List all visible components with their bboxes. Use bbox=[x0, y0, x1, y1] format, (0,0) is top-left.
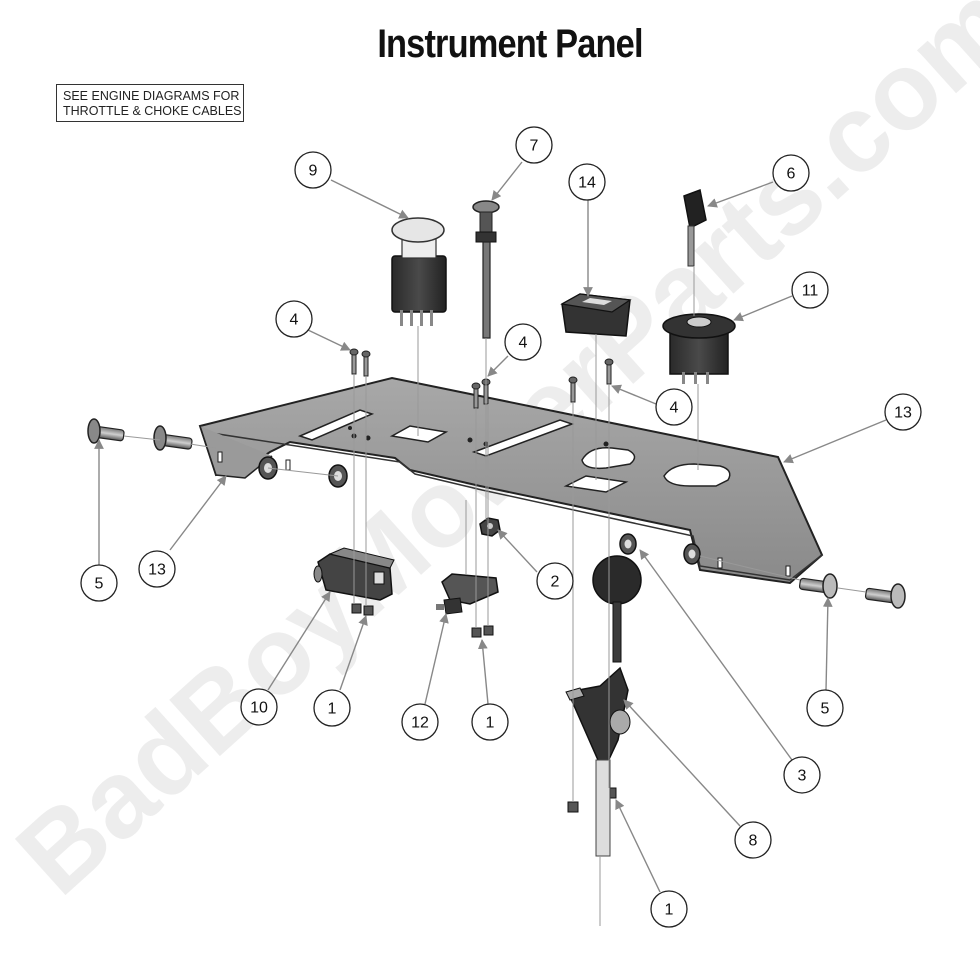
svg-text:6: 6 bbox=[787, 166, 796, 183]
svg-text:2: 2 bbox=[551, 574, 560, 591]
cable-note-line-2: THROTTLE & CHOKE CABLES bbox=[63, 104, 242, 118]
small-nuts-1 bbox=[351, 603, 374, 616]
svg-text:1: 1 bbox=[486, 715, 495, 732]
carriage-bolt-left-2 bbox=[153, 425, 193, 451]
brake-switch bbox=[436, 573, 499, 615]
callout-1-bottom: 1 bbox=[650, 890, 688, 928]
throttle-lever-assembly bbox=[565, 555, 642, 857]
svg-text:7: 7 bbox=[530, 138, 539, 155]
svg-text:5: 5 bbox=[821, 701, 830, 718]
panel-square-hole-2 bbox=[563, 475, 629, 493]
panel-square-hole-1 bbox=[389, 425, 449, 443]
carriage-bolt-left-1 bbox=[87, 418, 125, 444]
ignition-key bbox=[683, 188, 707, 267]
switch-bezel bbox=[560, 293, 632, 337]
panel-slot-center bbox=[471, 419, 575, 457]
pto-switch bbox=[391, 217, 447, 326]
callout-4-center: 4 bbox=[504, 323, 542, 361]
cable-note-line-1: SEE ENGINE DIAGRAMS FOR bbox=[63, 89, 240, 103]
callout-11: 11 bbox=[791, 271, 829, 309]
callout-14: 14 bbox=[568, 163, 606, 201]
panel-nut-right bbox=[683, 543, 701, 565]
callout-12: 12 bbox=[401, 703, 439, 741]
instrument-panel-plate bbox=[198, 376, 824, 585]
svg-text:13: 13 bbox=[148, 562, 166, 579]
callout-4-right: 4 bbox=[655, 388, 693, 426]
callout-4-left: 4 bbox=[275, 300, 313, 338]
callout-7: 7 bbox=[515, 126, 553, 164]
carriage-bolt-right-2 bbox=[864, 583, 906, 609]
cable-knob-rod bbox=[472, 200, 500, 339]
cable-note-box: SEE ENGINE DIAGRAMS FOR THROTTLE & CHOKE… bbox=[56, 84, 244, 122]
screw-pair-left bbox=[349, 348, 371, 377]
callout-2: 2 bbox=[536, 562, 574, 600]
callout-3: 3 bbox=[783, 756, 821, 794]
callout-8: 8 bbox=[734, 821, 772, 859]
seat-switch bbox=[313, 547, 395, 601]
callout-5-left: 5 bbox=[80, 564, 118, 602]
assembly-guide-lines bbox=[123, 266, 867, 926]
svg-text:1: 1 bbox=[665, 902, 674, 919]
callout-9: 9 bbox=[294, 151, 332, 189]
svg-text:4: 4 bbox=[519, 335, 528, 352]
callout-6: 6 bbox=[772, 154, 810, 192]
svg-text:11: 11 bbox=[802, 283, 819, 300]
svg-text:14: 14 bbox=[578, 175, 596, 192]
svg-text:13: 13 bbox=[894, 405, 912, 422]
callout-leaders bbox=[94, 161, 887, 893]
diagram-title: Instrument Panel bbox=[377, 22, 643, 66]
spacer bbox=[619, 533, 637, 555]
panel-ignition-hole bbox=[663, 463, 731, 487]
small-nuts-2 bbox=[471, 625, 494, 638]
svg-text:4: 4 bbox=[670, 400, 679, 417]
callout-13-right: 13 bbox=[884, 393, 922, 431]
svg-text:10: 10 bbox=[250, 700, 268, 717]
callout-10: 10 bbox=[240, 688, 278, 726]
svg-text:9: 9 bbox=[309, 163, 318, 180]
svg-text:12: 12 bbox=[411, 715, 429, 732]
svg-text:3: 3 bbox=[798, 768, 807, 785]
carriage-bolt-right-1 bbox=[798, 573, 838, 599]
callout-13-left: 13 bbox=[138, 550, 176, 588]
svg-text:5: 5 bbox=[95, 576, 104, 593]
screw-single-2 bbox=[604, 358, 614, 385]
callout-1-center: 1 bbox=[471, 703, 509, 741]
callout-1-left: 1 bbox=[313, 689, 351, 727]
svg-text:1: 1 bbox=[328, 701, 337, 718]
panel-oval-hole bbox=[581, 447, 636, 470]
svg-text:8: 8 bbox=[749, 833, 758, 850]
svg-text:4: 4 bbox=[290, 312, 299, 329]
hex-nut bbox=[479, 517, 501, 537]
screw-single-1 bbox=[568, 376, 578, 403]
ignition-switch bbox=[662, 313, 736, 384]
callout-5-right: 5 bbox=[806, 689, 844, 727]
